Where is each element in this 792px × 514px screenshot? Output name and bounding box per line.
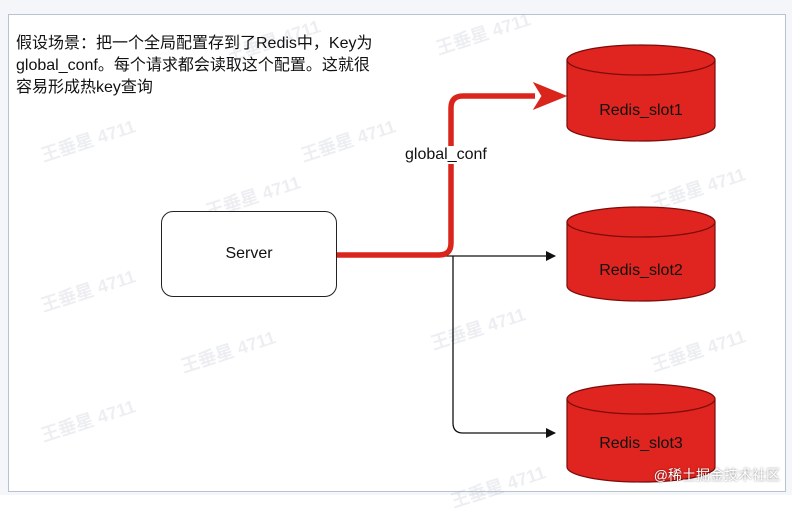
scenario-line: 容易形成热key查询	[16, 79, 153, 96]
server-label: Server	[225, 245, 273, 262]
redis-slot-label: Redis_slot3	[599, 435, 683, 452]
connector-lines	[337, 81, 568, 438]
scenario-line: 假设场景：把一个全局配置存到了Redis中，Key为	[16, 35, 373, 52]
server-node: Server	[161, 211, 337, 297]
database-cylinder-icon	[566, 44, 716, 142]
source-credit: @稀土掘金技术社区	[653, 467, 780, 483]
database-cylinder-icon	[566, 383, 716, 483]
redis-slot-label: Redis_slot2	[599, 262, 683, 279]
redis-slot-3: Redis_slot3	[566, 383, 716, 483]
redis-slot-label: Redis_slot1	[599, 102, 683, 119]
edge-to-slot3	[452, 256, 556, 438]
scenario-description: 假设场景：把一个全局配置存到了Redis中，Key为 global_conf。每…	[16, 33, 436, 99]
redis-slot-1: Redis_slot1	[566, 44, 716, 142]
hot-edge-to-slot1	[337, 93, 535, 258]
hot-edge-arrowhead	[532, 81, 568, 111]
database-cylinder-icon	[566, 206, 716, 302]
edge-label-global-conf: global_conf	[402, 146, 490, 164]
redis-slot-2: Redis_slot2	[566, 206, 716, 302]
scenario-line: global_conf。每个请求都会读取这个配置。这就很	[16, 57, 370, 74]
